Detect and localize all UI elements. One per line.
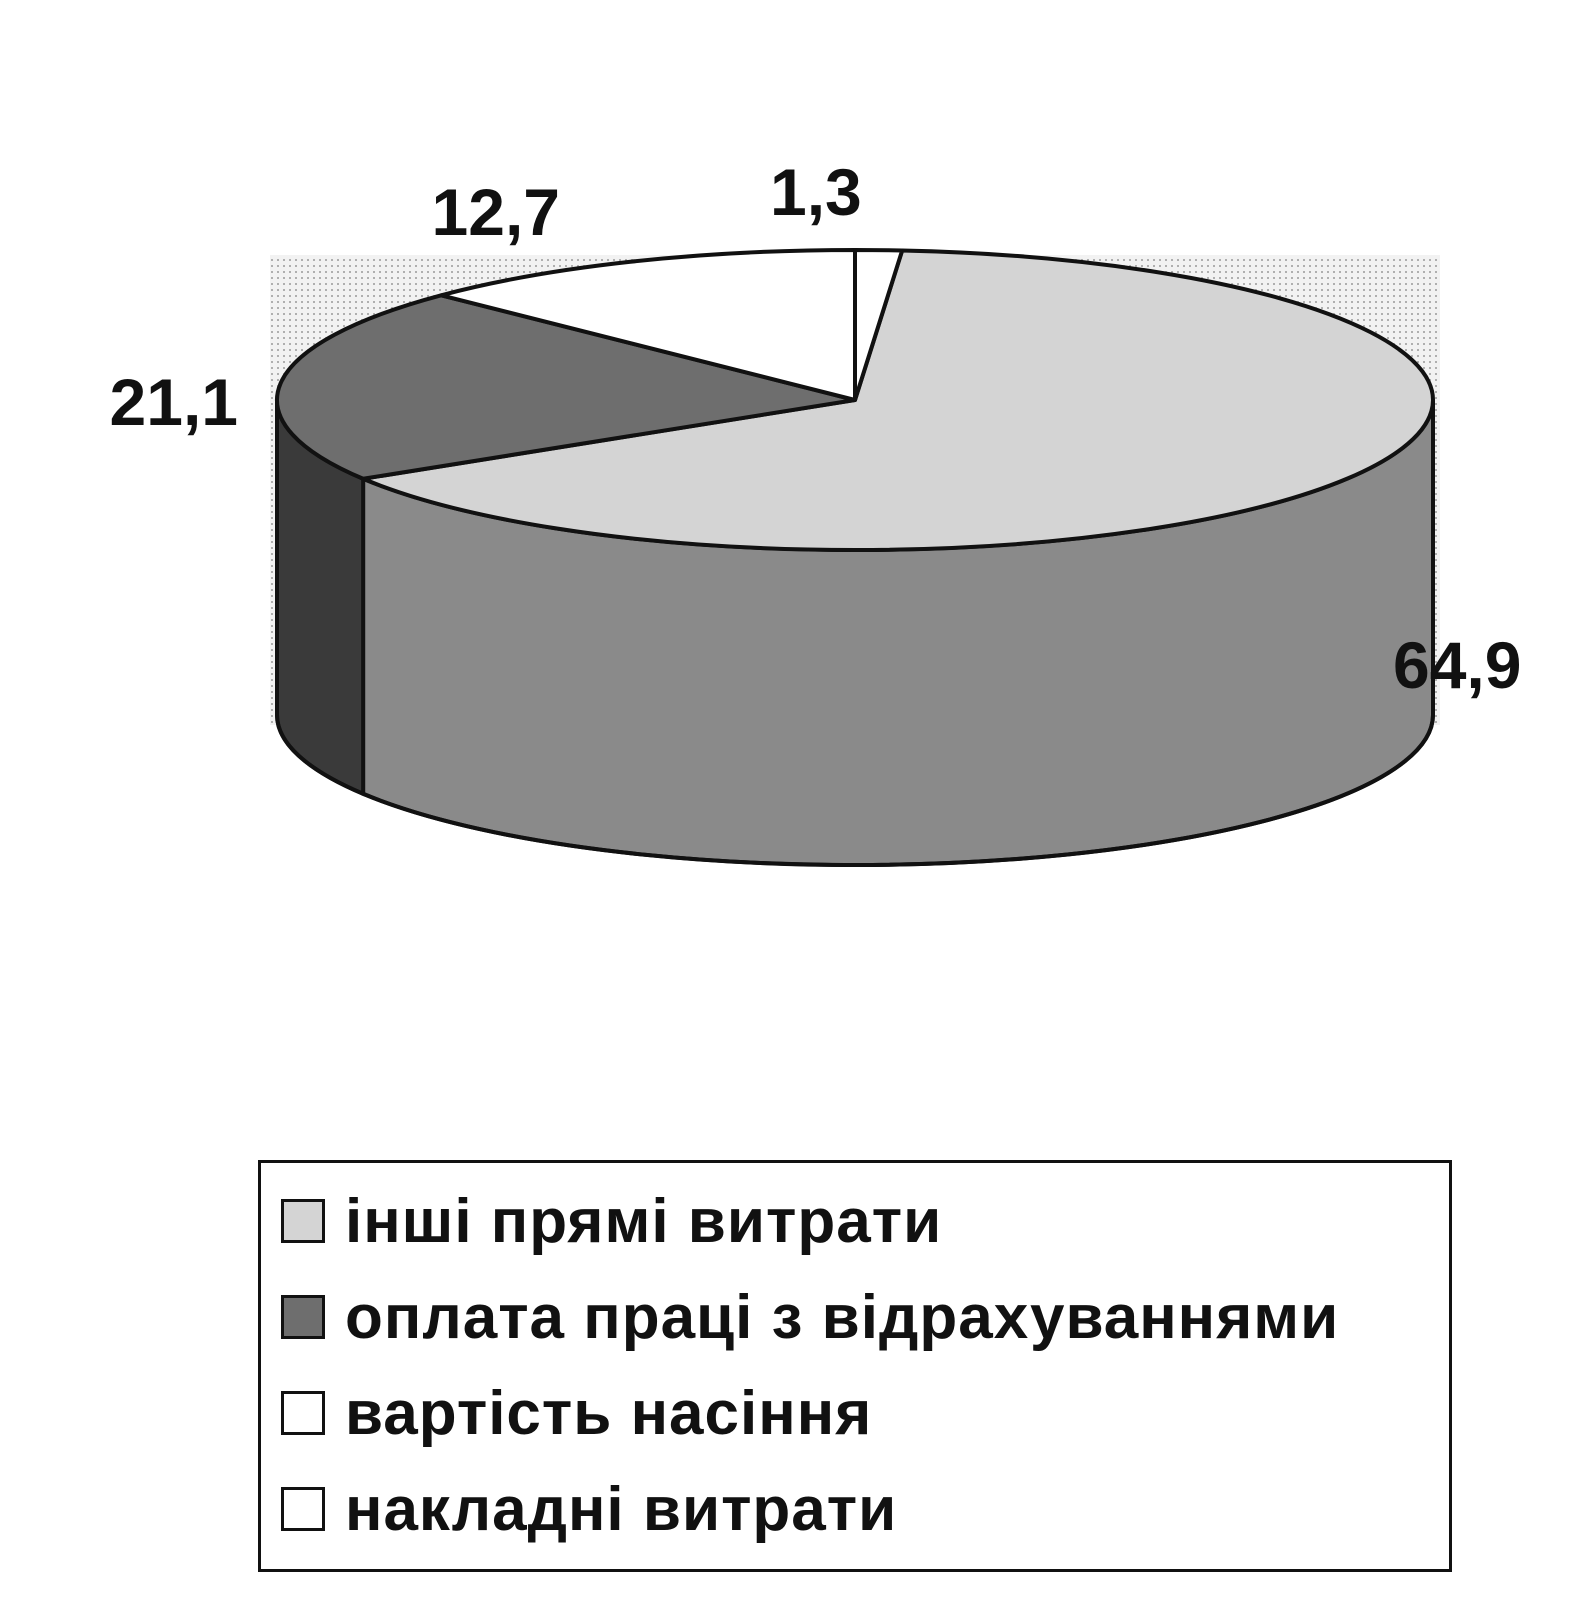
legend-label: інші прямі витрати <box>345 1186 943 1256</box>
legend-swatch <box>281 1295 325 1339</box>
data-label-3: 1,3 <box>770 155 862 229</box>
data-label-0: 64,9 <box>1393 628 1521 702</box>
pie-sides <box>275 399 1435 867</box>
legend: інші прямі витрати оплата праці з відраху… <box>258 1160 1452 1572</box>
pie-labels: 64,9 21,1 12,7 1,3 <box>110 155 1522 702</box>
legend-item-3: накладні витрати <box>281 1469 897 1549</box>
pie-tops <box>275 248 1435 552</box>
pie-slice-3 <box>853 248 905 402</box>
legend-label: оплата праці з відрахуваннями <box>345 1282 1340 1352</box>
legend-item-2: вартість насіння <box>281 1373 872 1453</box>
pie-rim-outline <box>275 400 1435 867</box>
legend-label: накладні витрати <box>345 1474 898 1544</box>
legend-swatch <box>281 1391 325 1435</box>
data-label-2: 12,7 <box>432 175 560 249</box>
legend-item-1: оплата праці з відрахуваннями <box>281 1277 1339 1357</box>
pie-slice-2 <box>439 248 857 402</box>
pie-slice-0 <box>361 248 1435 552</box>
data-label-1: 21,1 <box>110 365 238 439</box>
legend-item-0: інші прямі витрати <box>281 1181 942 1261</box>
legend-swatch <box>281 1199 325 1243</box>
legend-label: вартість насіння <box>345 1378 873 1448</box>
pie-slice-1 <box>275 293 857 481</box>
legend-swatch <box>281 1487 325 1531</box>
